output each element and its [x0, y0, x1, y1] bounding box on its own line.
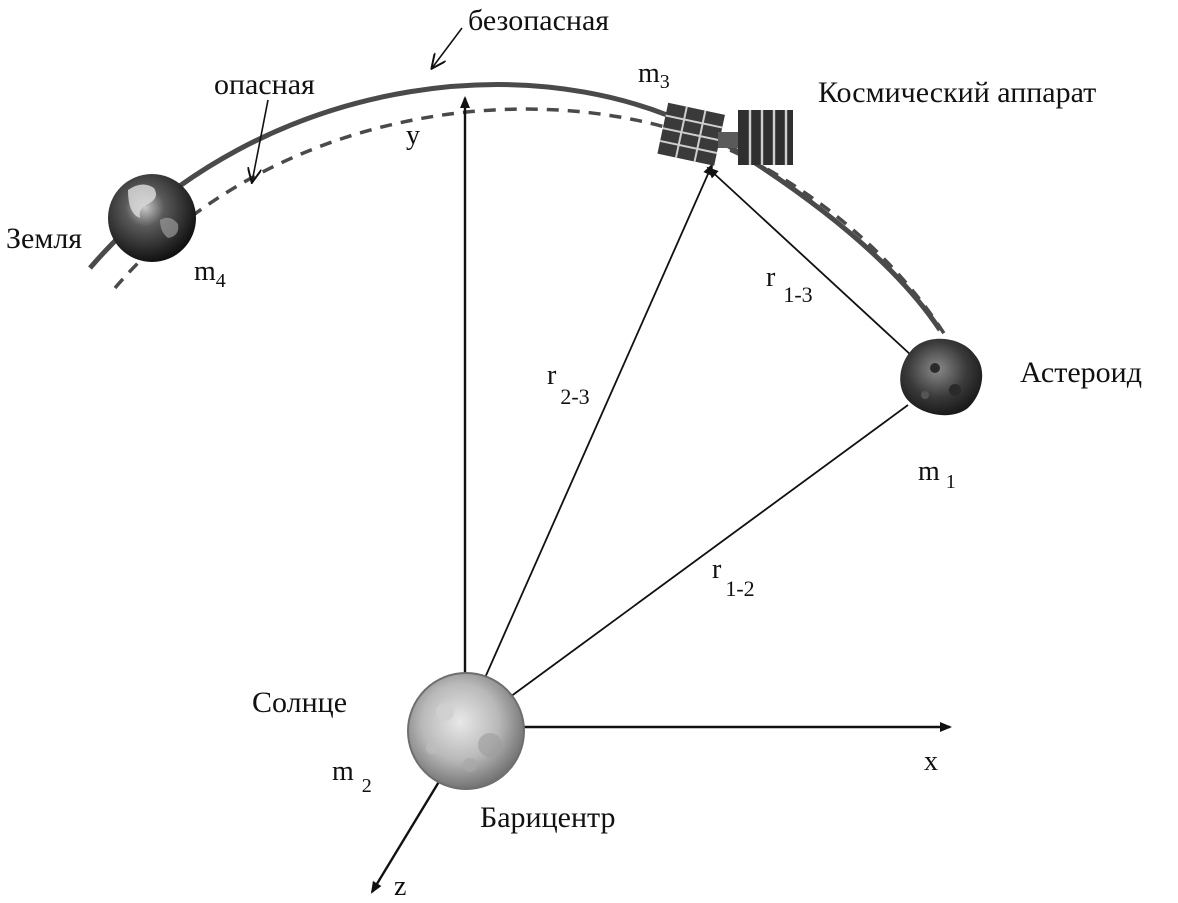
vector-r2-3-label: r2-3 [547, 360, 590, 409]
safe-orbit-label: безопасная [468, 4, 609, 37]
vector-r1-3 [706, 166, 913, 357]
vector-r1-2 [509, 404, 909, 698]
earth-icon [108, 174, 196, 262]
dangerous-orbit-line [113, 107, 947, 336]
vector-r1-3-label: r1-3 [766, 262, 813, 307]
earth-label: Земля [6, 222, 82, 255]
vector-r2-3 [483, 163, 713, 681]
dangerous-orbit-label: опасная [214, 68, 315, 101]
mass-m4-label: m4 [194, 256, 226, 292]
vector-r1-2-label: r1-2 [712, 554, 755, 601]
safe-orbit-line [88, 82, 943, 332]
x-axis-label: x [924, 746, 938, 777]
safe-pointer-arrow [432, 27, 463, 68]
z-axis-arrow [370, 779, 442, 894]
mass-m3-label: m3 [638, 58, 670, 93]
sun-icon [407, 672, 525, 790]
spacecraft-label: Космический аппарат [818, 76, 1096, 109]
asteroid-icon [900, 338, 983, 416]
y-axis-label: y [406, 120, 420, 151]
dangerous-pointer-arrow [252, 99, 269, 182]
spacecraft-icon [657, 102, 793, 166]
asteroid-label: Астероид [1020, 356, 1142, 389]
sun-label: Солнце [252, 686, 347, 719]
z-axis-label: z [394, 871, 406, 902]
barycenter-label: Барицентр [480, 801, 616, 834]
